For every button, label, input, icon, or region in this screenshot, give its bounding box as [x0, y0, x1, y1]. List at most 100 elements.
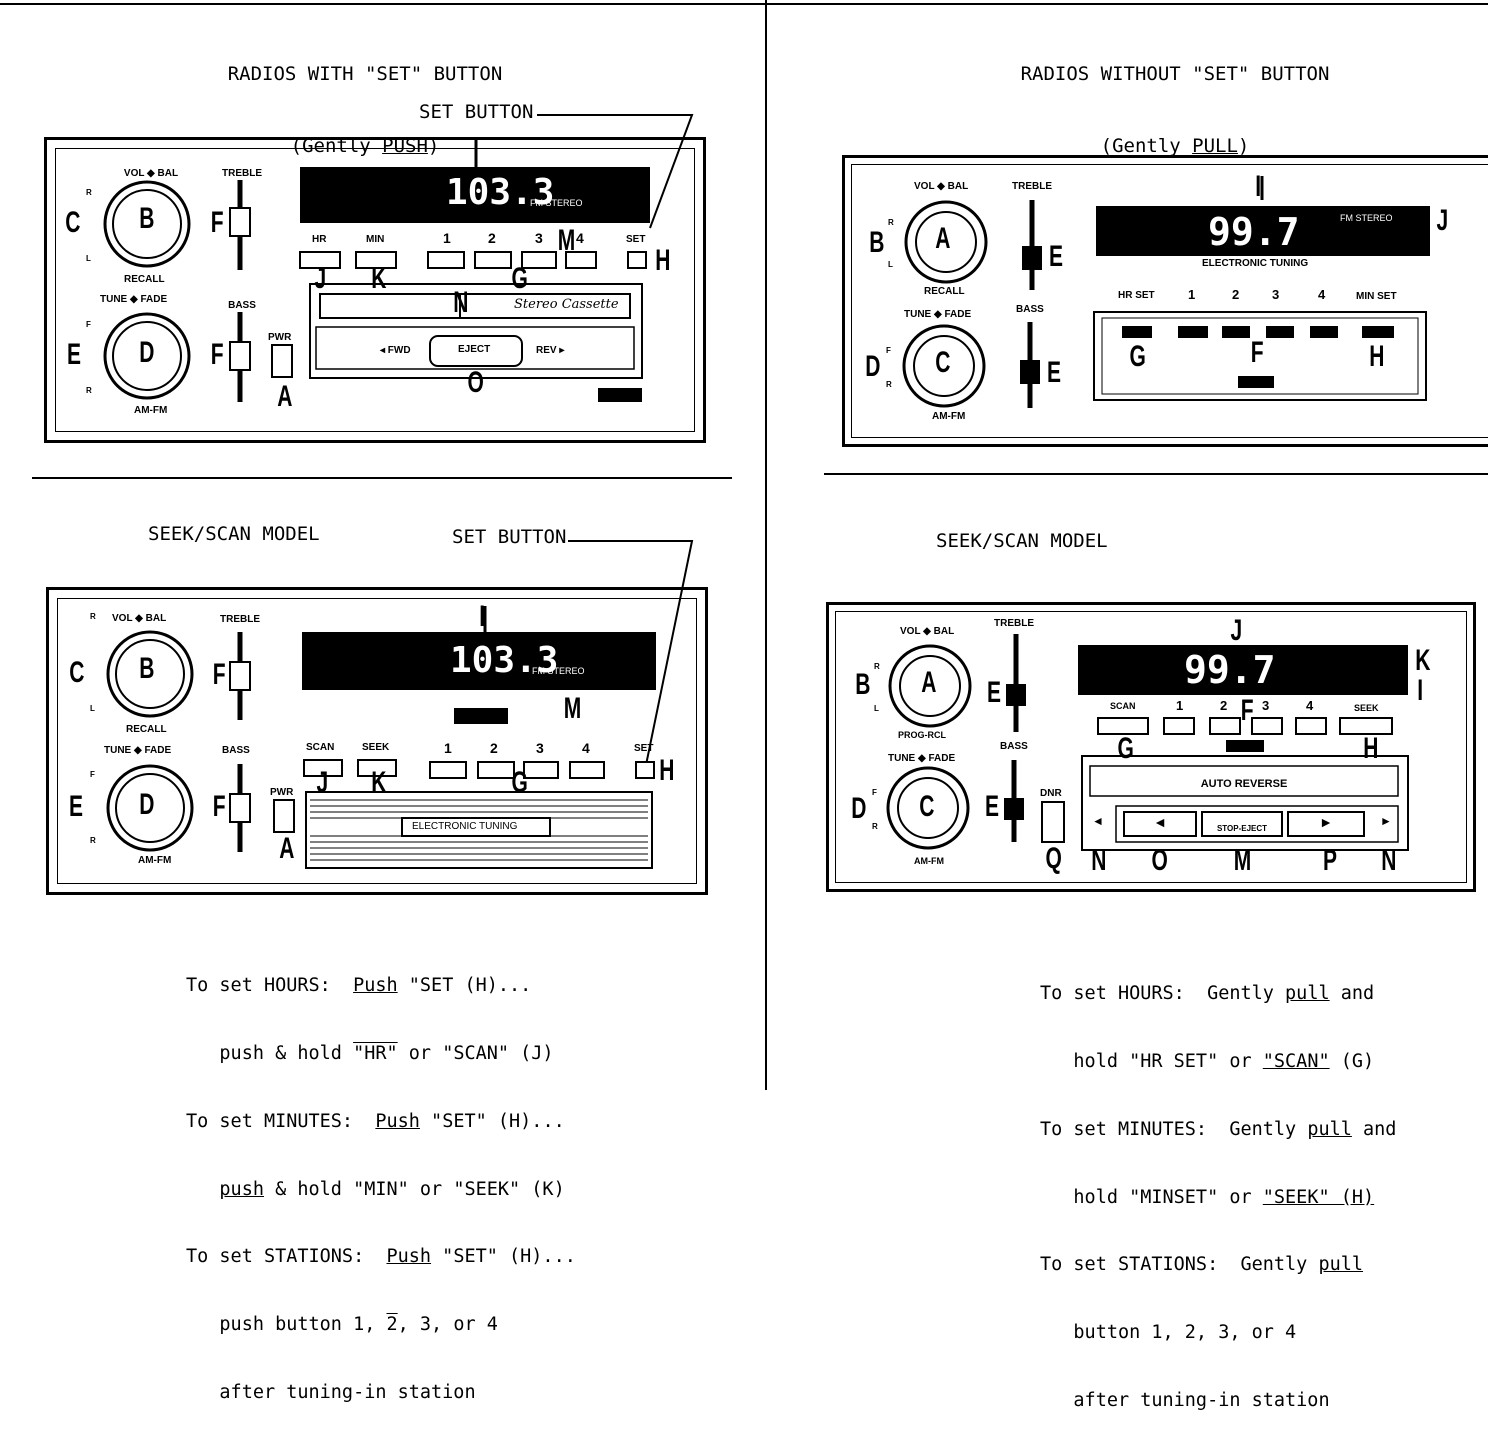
- br-instr-5-b: pull: [1318, 1254, 1364, 1276]
- bottom-right-radio-inner-frame: [835, 611, 1467, 883]
- top-left-heading-paren-close: ): [427, 135, 440, 157]
- bottom-right-radio-panel: [826, 602, 1476, 892]
- bl-instr-4-c: & hold "MIN" or "SEEK" (K): [263, 1178, 565, 1200]
- br-letter-e-treble: E: [987, 676, 1002, 709]
- br-stop-eject-button-label: STOP-EJECT: [1216, 824, 1268, 833]
- br-letter-k: K: [1415, 644, 1431, 677]
- br-instr-1-a: To set HOURS: Gently: [1040, 983, 1286, 1005]
- tl-eject-button-label: EJECT: [458, 344, 491, 355]
- bl-letter-f-treble: F: [212, 658, 226, 691]
- br-instr-4-a: hold "MINSET" or: [1040, 1186, 1263, 1208]
- tr-letter-g: G: [1129, 340, 1146, 373]
- bl-instr-line-4: push & hold "MIN" or "SEEK" (K): [186, 1179, 576, 1202]
- br-letter-e-bass: E: [985, 790, 1000, 823]
- top-left-heading-line1: RADIOS WITH "SET" BUTTON: [227, 63, 503, 85]
- bottom-right-instructions: To set HOURS: Gently pull and hold "HR S…: [1040, 938, 1396, 1435]
- bl-instr-7-a: after tuning-in station: [186, 1381, 476, 1403]
- br-dnr-label: DNR: [1040, 788, 1062, 799]
- top-right-heading-line1: RADIOS WITHOUT "SET" BUTTON: [1020, 63, 1330, 85]
- tr-l-label: L: [888, 260, 893, 269]
- tl-preset-3-label: 3: [535, 230, 543, 246]
- bl-am-fm-label: AM-FM: [138, 855, 172, 866]
- br-letter-n-right: N: [1381, 844, 1397, 877]
- tl-letter-c: C: [65, 206, 81, 239]
- tl-fm-stereo-indicator: FM STEREO: [530, 198, 583, 208]
- bl-r-label: R: [90, 612, 96, 621]
- br-instr-3-b: pull: [1307, 1118, 1352, 1140]
- br-f-label: F: [872, 788, 877, 797]
- tl-f-label: F: [86, 320, 91, 329]
- bl-recall-label: RECALL: [126, 724, 167, 735]
- bl-instr-4-a: [186, 1179, 219, 1200]
- br-instr-7-a: after tuning-in station: [1040, 1389, 1330, 1411]
- br-letter-h: H: [1363, 732, 1379, 765]
- bottom-left-set-button-callout: SET BUTTON: [452, 526, 567, 548]
- tl-letter-a: A: [277, 380, 293, 413]
- br-prog-rcl-label: PROG-RCL: [898, 730, 946, 740]
- tl-preset-2-label: 2: [488, 230, 496, 246]
- top-left-heading-paren-open: (Gently: [290, 135, 383, 157]
- br-letter-q: Q: [1045, 842, 1062, 875]
- br-letter-n-left: N: [1091, 844, 1107, 877]
- br-r-label: R: [874, 662, 880, 671]
- tr-preset-2-label: 2: [1232, 287, 1240, 302]
- br-letter-i: I: [1417, 674, 1424, 707]
- bl-instr-6-b: 2: [386, 1314, 398, 1336]
- bl-instr-5-a: To set STATIONS:: [186, 1246, 387, 1268]
- bl-instr-line-1: To set HOURS: Push "SET (H)...: [186, 975, 576, 998]
- br-letter-m: M: [1233, 844, 1252, 877]
- tl-letter-d: D: [139, 336, 155, 369]
- bottom-left-radio-graphics: [106, 540, 694, 869]
- tl-letter-f-bass: F: [210, 338, 224, 371]
- bl-letter-i: I: [479, 600, 486, 633]
- bl-letter-d: D: [139, 788, 155, 821]
- bl-preset-4-label: 4: [582, 740, 590, 756]
- br-instr-line-6: button 1, 2, 3, or 4: [1040, 1322, 1396, 1345]
- tr-hr-set-label: HR SET: [1118, 290, 1155, 301]
- tr-letter-c: C: [935, 346, 951, 379]
- br-instr-line-7: after tuning-in station: [1040, 1390, 1396, 1413]
- bl-letter-m: M: [563, 692, 582, 725]
- tl-hr-label: HR: [312, 234, 327, 245]
- br-instr-line-2: hold "HR SET" or "SCAN" (G): [1040, 1051, 1396, 1074]
- tl-rev-label: REV ▸: [536, 345, 565, 356]
- tr-f-label: F: [886, 346, 891, 355]
- bl-instr-1-b: Push: [353, 975, 398, 997]
- tl-letter-b: B: [139, 202, 155, 235]
- top-left-heading-action: PUSH: [382, 135, 428, 157]
- br-letter-a: A: [921, 666, 937, 699]
- br-letter-o: O: [1151, 844, 1168, 877]
- bl-instr-2-b: "HR": [353, 1042, 398, 1064]
- br-instr-3-c: and: [1351, 1118, 1397, 1140]
- tl-treble-label: TREBLE: [222, 168, 262, 179]
- tl-letter-f-treble: F: [210, 206, 224, 239]
- br-instr-5-a: To set STATIONS: Gently: [1040, 1254, 1319, 1276]
- tl-r-label: R: [86, 188, 92, 197]
- br-frequency-display: 99.7: [1184, 648, 1276, 692]
- bl-preset-2-label: 2: [490, 740, 498, 756]
- br-auto-reverse-label: AUTO REVERSE: [1200, 778, 1288, 790]
- br-treble-label: TREBLE: [994, 618, 1034, 629]
- br-letter-j: J: [1230, 614, 1243, 647]
- tr-recall-label: RECALL: [924, 286, 965, 297]
- tr-min-set-label: MIN SET: [1356, 291, 1397, 302]
- bl-instr-2-c: or "SCAN" (J): [397, 1042, 554, 1064]
- bl-instr-1-c: "SET (H)...: [397, 975, 532, 997]
- tr-letter-b: B: [869, 226, 885, 259]
- bl-letter-f-bass: F: [212, 790, 226, 823]
- br-preset-1-label: 1: [1176, 698, 1184, 713]
- top-right-radio-graphics: [902, 176, 1430, 408]
- top-right-radio-panel: [842, 155, 1488, 447]
- br-left-edge-arrow-icon: ◄: [1092, 814, 1104, 828]
- tl-tune-fade-label: TUNE ◆ FADE: [100, 294, 168, 305]
- tr-tune-fade-label: TUNE ◆ FADE: [904, 309, 972, 320]
- bl-instr-2-a: push & hold: [186, 1042, 354, 1064]
- bl-letter-k: K: [371, 766, 387, 799]
- bl-instr-line-5: To set STATIONS: Push "SET" (H)...: [186, 1246, 576, 1269]
- tl-recall-label: RECALL: [124, 274, 165, 285]
- bl-electronic-tuning-label: ELECTRONIC TUNING: [412, 821, 518, 832]
- bl-bass-label: BASS: [222, 745, 250, 756]
- tl-letter-e: E: [67, 338, 82, 371]
- bottom-right-radio-graphics: [886, 634, 1409, 851]
- br-instr-1-b: pull: [1285, 983, 1330, 1005]
